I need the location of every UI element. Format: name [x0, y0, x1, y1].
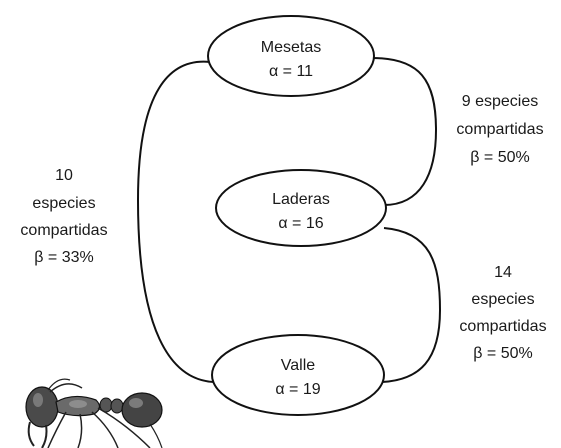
link-laderas-valle-line2: especies	[471, 291, 534, 308]
link-mesetas-valle-beta: β = 33%	[34, 249, 93, 266]
link-laderas-valle-line1: 14	[494, 264, 512, 281]
node-valle-alpha: α = 19	[275, 381, 320, 398]
connector-mesetas-valle	[136, 60, 215, 383]
node-laderas-name: Laderas	[272, 191, 330, 208]
link-mesetas-valle-line2: especies	[32, 195, 95, 212]
link-mesetas-valle-line3: compartidas	[20, 222, 107, 239]
link-laderas-valle-beta: β = 50%	[473, 345, 532, 362]
node-mesetas: Mesetas α = 11	[207, 15, 375, 97]
node-laderas: Laderas α = 16	[215, 169, 387, 247]
node-valle-name: Valle	[281, 357, 315, 374]
node-laderas-alpha: α = 16	[278, 215, 323, 232]
ant-icon	[25, 378, 163, 448]
link-label-laderas-valle: 14 especies compartidas β = 50%	[459, 264, 546, 362]
node-mesetas-name: Mesetas	[261, 39, 321, 56]
link-mesetas-laderas-beta: β = 50%	[470, 149, 529, 166]
connector-laderas-valle	[381, 227, 442, 383]
link-label-mesetas-valle: 10 especies compartidas β = 33%	[20, 167, 107, 266]
node-valle: Valle α = 19	[211, 334, 385, 416]
connector-mesetas-laderas	[371, 57, 438, 206]
link-mesetas-laderas-line2: compartidas	[456, 121, 543, 138]
link-label-mesetas-laderas: 9 especies compartidas β = 50%	[456, 93, 543, 166]
node-mesetas-alpha: α = 11	[269, 63, 313, 80]
link-laderas-valle-line3: compartidas	[459, 318, 546, 335]
link-mesetas-laderas-line1: 9 especies	[462, 93, 539, 110]
link-mesetas-valle-line1: 10	[55, 167, 73, 184]
